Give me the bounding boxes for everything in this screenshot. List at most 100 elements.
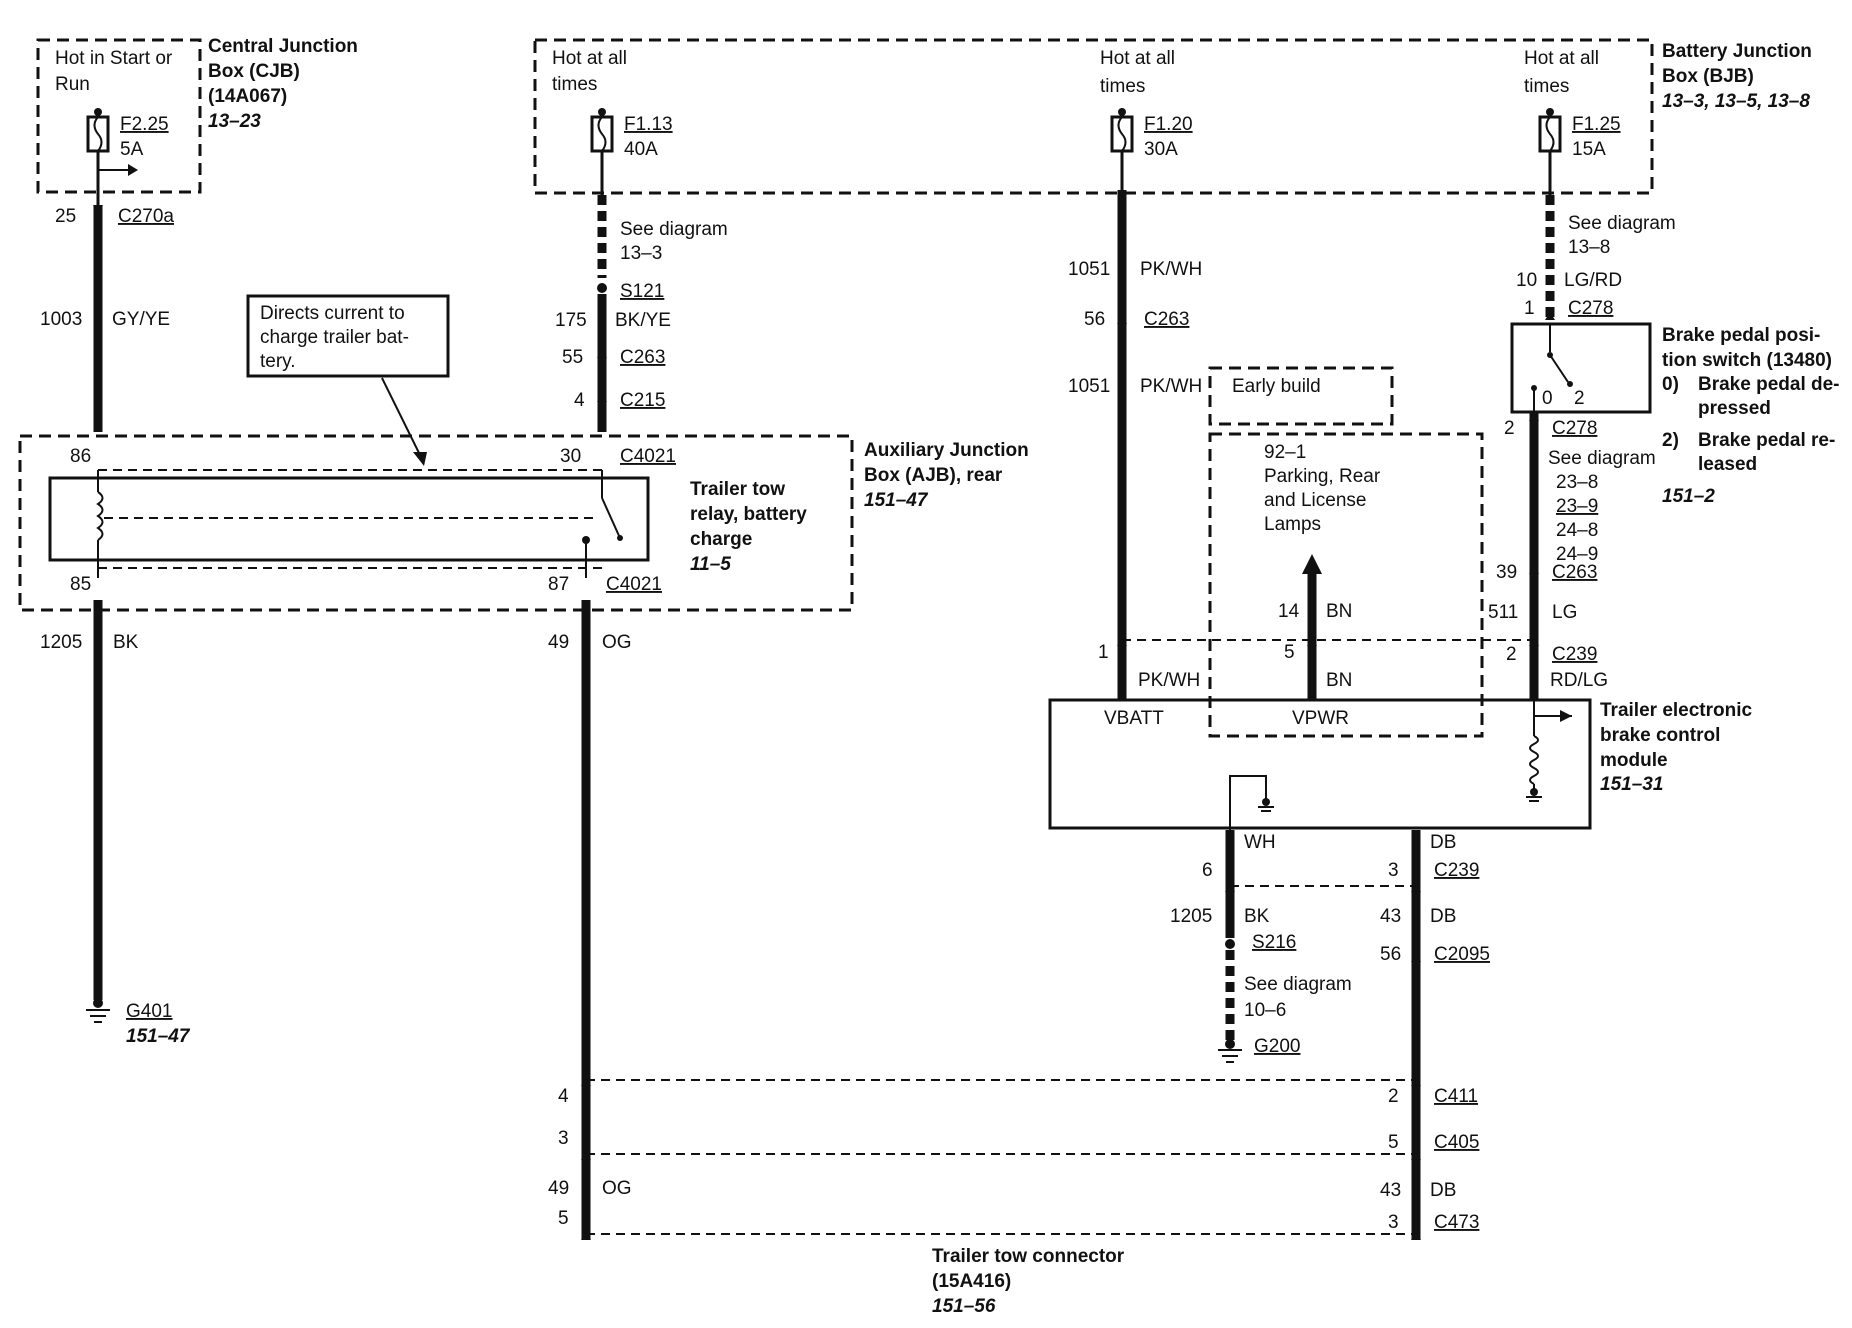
bjb-dashed-outline <box>533 38 1654 195</box>
battery-junction-box: Battery Junction Box (BJB) 13–3, 13–5, 1… <box>533 38 1812 195</box>
connector-c263a-icon <box>597 350 607 358</box>
fuse-f1-13-amps: 40A <box>624 139 658 160</box>
lamps-ref: 92–1 <box>1264 442 1306 463</box>
callout-pointer-line <box>381 377 421 456</box>
fuse-f1-20-hot-1: Hot at all <box>1100 48 1175 69</box>
see-diagram-c-2: 23–8 <box>1556 472 1598 493</box>
arrow-right-icon <box>98 164 138 176</box>
connector-c239a: C239 <box>1552 644 1597 665</box>
fuse-f2-25-icon <box>86 108 110 153</box>
trailer-connector-title-2: (15A416) <box>932 1271 1011 1292</box>
lamps-line-1: Parking, Rear <box>1264 466 1381 487</box>
connector-c405-og-icon <box>581 1152 591 1160</box>
see-diagram-b-1: See diagram <box>1568 213 1676 234</box>
lamps-dashed-outline <box>1208 432 1484 738</box>
brake-switch-pos-2: 2 <box>1574 388 1585 409</box>
color-pk-wh-3: PK/WH <box>1138 670 1200 691</box>
connector-c263c: C263 <box>1552 562 1597 583</box>
connector-c239-vbatt-icon <box>1117 638 1127 646</box>
fuse-f1-13-hot-1: Hot at all <box>552 48 627 69</box>
brake-switch-title-2: tion switch (13480) <box>1662 350 1832 371</box>
brake-switch-state-2-2: leased <box>1698 454 1757 475</box>
fuse-f1-13-label: F1.13 <box>624 114 673 135</box>
see-diagram-a-1: See diagram <box>620 219 728 240</box>
connector-c270a: C270a <box>118 206 174 227</box>
circuit-bn: 14 <box>1278 601 1300 622</box>
relay-callout-3: tery. <box>260 351 296 372</box>
color-pk-wh-1: PK/WH <box>1140 259 1202 280</box>
relay-callout-2: charge trailer bat- <box>260 327 409 348</box>
pin-c263b: 56 <box>1084 309 1105 330</box>
connector-c263b: C263 <box>1144 309 1189 330</box>
brake-switch-state-0-2: pressed <box>1698 398 1771 419</box>
color-bn-2: BN <box>1326 670 1352 691</box>
ground-g401-icon <box>86 998 110 1023</box>
pin-c473-og: 5 <box>558 1208 569 1229</box>
ajb-dashed-outline <box>18 434 854 612</box>
connector-c4021-top: C4021 <box>620 446 676 467</box>
ajb-title-2: Box (AJB), rear <box>864 465 1003 486</box>
pin-c411-db: 2 <box>1388 1086 1399 1107</box>
arrow-up-icon <box>1302 554 1322 574</box>
pin-c411-og: 4 <box>558 1086 569 1107</box>
module-wiper-arrow-icon <box>1560 710 1572 722</box>
relay-ref: 11–5 <box>690 554 731 575</box>
module-title-3: module <box>1600 750 1668 771</box>
relay-switch-tip-icon <box>617 535 623 541</box>
see-diagram-d-1: See diagram <box>1244 974 1352 995</box>
circuit-pk-wh-2: 1051 <box>1068 376 1110 397</box>
connector-c263c-icon <box>1529 566 1539 574</box>
ground-g401: G401 <box>126 1001 172 1022</box>
pin-86: 86 <box>70 446 91 467</box>
pin-c405-og: 3 <box>558 1128 569 1149</box>
circuit-pk-wh-1: 1051 <box>1068 259 1110 280</box>
circuit-lg-rd: 10 <box>1516 270 1537 291</box>
module-title-2: brake control <box>1600 725 1720 746</box>
see-diagram-c-3: 23–9 <box>1556 496 1598 517</box>
connector-c411-db-icon <box>1411 1078 1421 1086</box>
color-wh: WH <box>1244 832 1276 853</box>
connector-c473-og-icon <box>581 1232 591 1240</box>
connector-c278b: C278 <box>1552 418 1597 439</box>
brake-switch-arm-icon <box>1549 354 1569 383</box>
cjb-dashed-outline <box>36 38 202 194</box>
pin-30: 30 <box>560 446 581 467</box>
color-pk-wh-2: PK/WH <box>1140 376 1202 397</box>
auxiliary-junction-box: Auxiliary Junction Box (AJB), rear 151–4… <box>18 294 1029 612</box>
pin-c215: 4 <box>574 390 585 411</box>
circuit-bk-ye: 175 <box>555 310 587 331</box>
connector-c239-vpwr-icon <box>1307 638 1317 646</box>
color-db-1: DB <box>1430 832 1456 853</box>
pin-c405-db: 5 <box>1388 1132 1399 1153</box>
pin-vpwr: 5 <box>1284 642 1295 663</box>
circuit-og-2: 49 <box>548 1178 569 1199</box>
connector-c270a-icon <box>93 205 103 213</box>
color-db-2: DB <box>1430 906 1456 927</box>
module-internal-ground-lead <box>1229 775 1267 830</box>
connector-c4021-bottom: C4021 <box>606 574 662 595</box>
pin-c239b-db: 3 <box>1388 860 1399 881</box>
connector-c215-icon <box>597 394 607 402</box>
fuse-f1-20-label: F1.20 <box>1144 114 1193 135</box>
circuit-bk-2: 1205 <box>1170 906 1212 927</box>
pin-c263a: 55 <box>562 347 583 368</box>
brake-control-module: VBATT VPWR Trailer electronic brake cont… <box>1048 698 1753 830</box>
circuit-lg: 511 <box>1488 602 1518 623</box>
fuse-f1-20-amps: 30A <box>1144 139 1178 160</box>
relay-callout-box <box>246 294 450 378</box>
connector-c411: C411 <box>1434 1086 1478 1107</box>
color-og-2: OG <box>602 1178 632 1199</box>
color-bk-ye: BK/YE <box>615 310 671 331</box>
color-lg-rd: LG/RD <box>1564 270 1622 291</box>
connector-c278b-icon <box>1529 420 1539 428</box>
connector-c2095: C2095 <box>1434 944 1490 965</box>
central-junction-box: Hot in Start or Run Central Junction Box… <box>36 36 358 194</box>
ajb-title-1: Auxiliary Junction <box>864 440 1029 461</box>
splice-s216-icon <box>1225 939 1235 949</box>
ground-g200-icon <box>1218 1039 1242 1063</box>
circuit-gy-ye: 1003 <box>40 309 82 330</box>
early-build-box <box>1208 366 1394 426</box>
module-resistor-ground-icon <box>1526 788 1542 802</box>
module-title-1: Trailer electronic <box>1600 700 1753 721</box>
